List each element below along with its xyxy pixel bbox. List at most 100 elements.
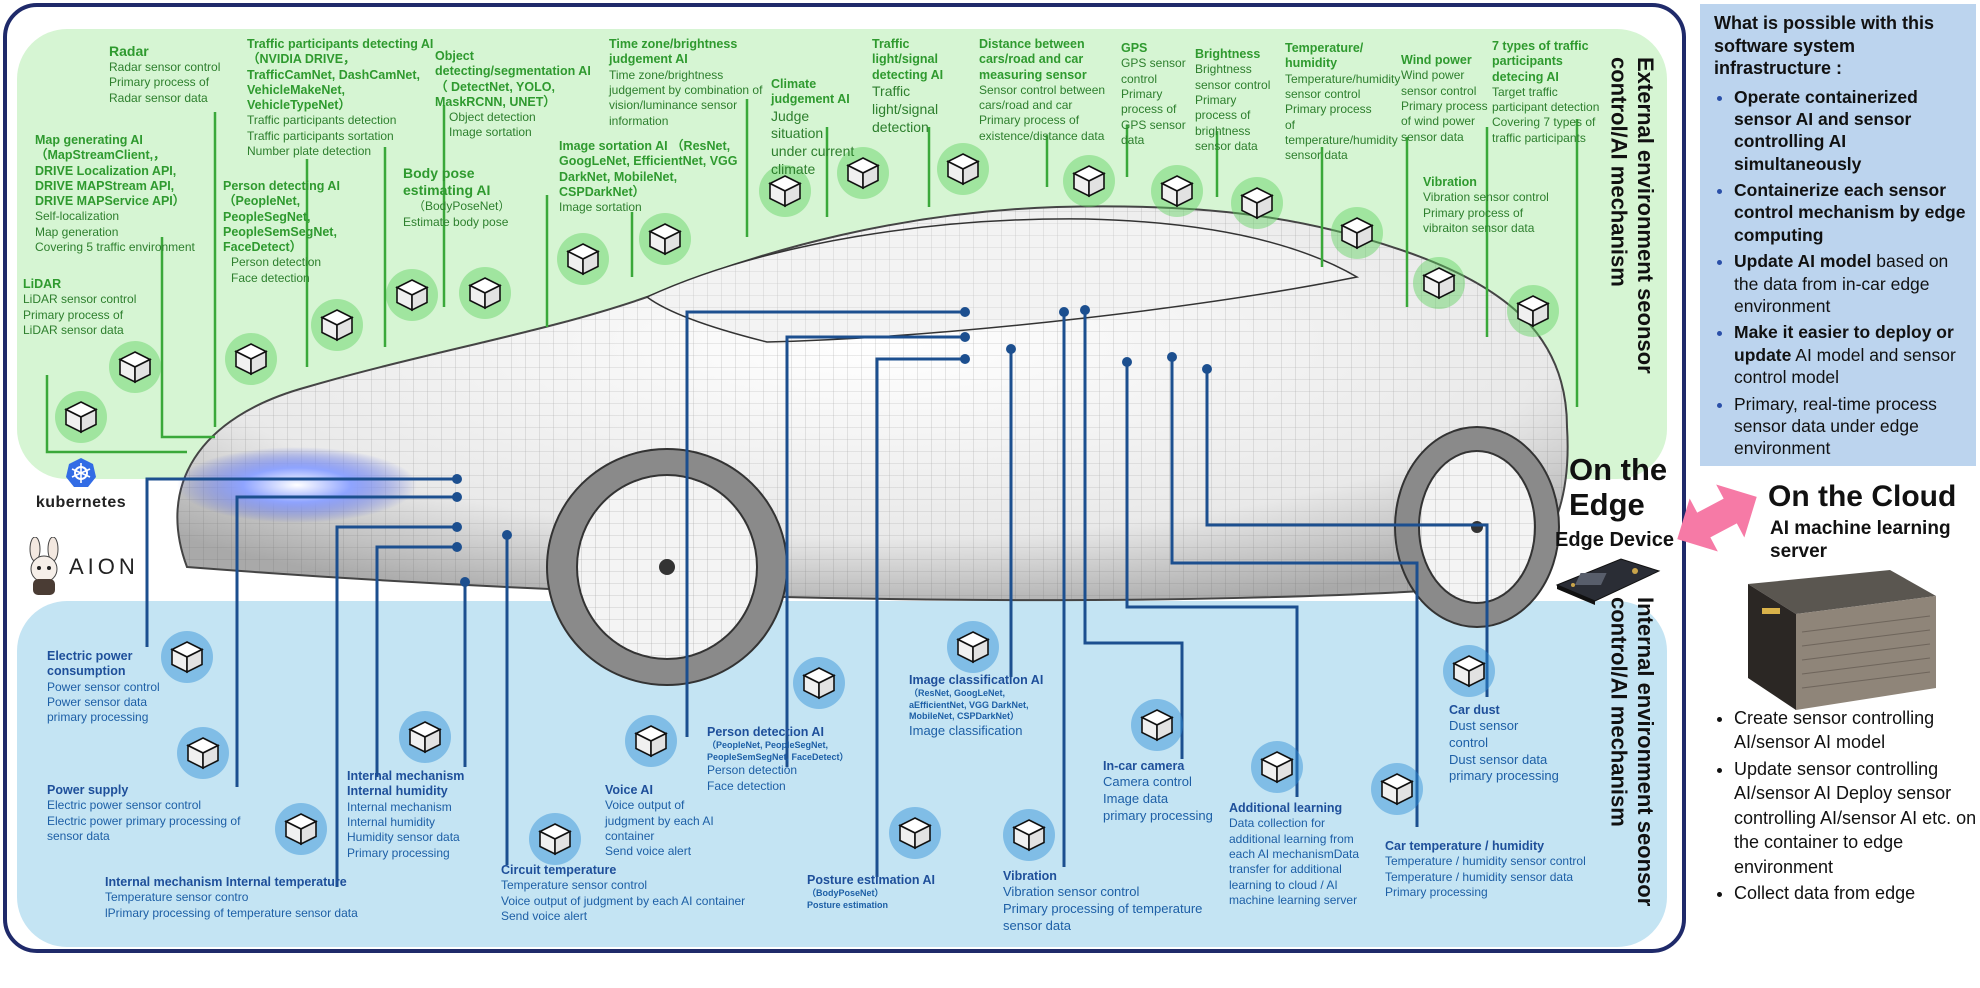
sensor-point xyxy=(960,354,970,364)
container-cube-icon xyxy=(639,213,691,265)
internal-connector xyxy=(875,357,965,877)
container-cube-icon xyxy=(837,147,889,199)
internal-connector xyxy=(1205,369,1489,697)
container-cube-icon xyxy=(759,165,811,217)
module-radar: Radar Radar sensor control Primary proce… xyxy=(109,43,249,106)
edge-title: On the Edge xyxy=(1569,452,1668,522)
internal-connector xyxy=(1170,357,1419,827)
internal-connector xyxy=(145,477,457,647)
module-image-class: Image classification AI （ResNet, GoogLeN… xyxy=(909,673,1044,738)
module-vibration-ext: Vibration Vibration sensor control Prima… xyxy=(1423,175,1549,235)
cloud-title: On the Cloud xyxy=(1768,480,1957,513)
container-cube-icon xyxy=(1251,741,1303,793)
container-cube-icon xyxy=(1231,177,1283,229)
container-cube-icon xyxy=(1003,809,1055,861)
capabilities-list: Operate containerized sensor AI and sens… xyxy=(1714,86,1966,460)
internal-connector xyxy=(335,525,457,887)
container-cube-icon xyxy=(793,657,845,709)
cube-layer xyxy=(55,143,1559,865)
module-incar-camera: In-car camera Camera control Image data … xyxy=(1103,759,1213,823)
edge-cloud-arrow xyxy=(1677,484,1757,552)
container-cube-icon xyxy=(55,391,107,443)
container-cube-icon xyxy=(177,727,229,779)
container-cube-icon xyxy=(161,631,213,683)
cloud-item: Create sensor controlling AI/sensor AI m… xyxy=(1734,706,1980,755)
internal-zone xyxy=(17,601,1667,947)
container-cube-icon xyxy=(625,715,677,767)
internal-connector xyxy=(1125,362,1299,797)
container-cube-icon xyxy=(1443,645,1495,697)
internal-zone-title: Internal environment seonsor control/AI … xyxy=(1606,597,1658,907)
sensor-point xyxy=(1006,344,1016,354)
container-cube-icon xyxy=(947,621,999,673)
module-car-temp-humidity: Car temperature / humidity Temperature /… xyxy=(1385,839,1586,899)
car-illustration xyxy=(176,205,1569,686)
container-cube-icon xyxy=(1413,257,1465,309)
container-cube-icon xyxy=(1331,207,1383,259)
module-map: Map generating AI （MapStreamClient,，DRIV… xyxy=(35,133,195,254)
container-cube-icon xyxy=(1131,699,1183,751)
container-cube-icon xyxy=(1063,155,1115,207)
kubernetes-logo: kubernetes xyxy=(21,457,141,512)
container-cube-icon xyxy=(529,813,581,865)
sensor-point xyxy=(452,522,462,532)
sensor-point xyxy=(960,332,970,342)
sensor-point xyxy=(1167,352,1177,362)
module-temp-humidity: Temperature/ humidity Temperature/humidi… xyxy=(1285,41,1401,163)
capability-item: Primary, real-time process sensor data u… xyxy=(1734,393,1966,460)
edge-device-label: Edge Device xyxy=(1555,529,1674,551)
module-image-sort: Image sortation AI （ResNet, GoogLeNet, E… xyxy=(559,139,738,214)
container-cube-icon xyxy=(386,269,438,321)
rear-wheel xyxy=(1394,426,1560,628)
internal-connector xyxy=(685,310,965,737)
module-wind-power: Wind power Wind power sensor control Pri… xyxy=(1401,53,1488,144)
container-cube-icon xyxy=(459,267,511,319)
container-cube-icon xyxy=(1507,285,1559,337)
internal-connector xyxy=(1083,310,1184,759)
module-voice-ai: Voice AI Voice output of judgment by eac… xyxy=(605,783,714,859)
module-climate: Climate judgement AI Judge situation und… xyxy=(771,77,855,178)
capabilities-heading: What is possible with this software syst… xyxy=(1714,13,1935,78)
container-cube-icon xyxy=(889,807,941,859)
capabilities-panel: What is possible with this software syst… xyxy=(1700,4,1976,466)
connector-lines xyxy=(45,99,1579,887)
module-additional-learning: Additional learning Data collection for … xyxy=(1229,801,1360,908)
car-body xyxy=(176,205,1569,602)
sensor-point xyxy=(1059,307,1069,317)
module-object-detection: Object detecting/segmentation AI（ Detect… xyxy=(435,49,591,140)
container-cube-icon xyxy=(311,299,363,351)
container-cube-icon xyxy=(557,233,609,285)
module-traffic-light: Traffic light/signal detecting AI Traffi… xyxy=(872,37,944,135)
sensor-point xyxy=(960,307,970,317)
sensor-point xyxy=(1202,364,1212,374)
module-internal-temperature: Internal mechanism Internal temperature … xyxy=(105,875,358,920)
sensor-point xyxy=(1080,305,1090,315)
module-circuit-temp: Circuit temperature Temperature sensor c… xyxy=(501,863,746,923)
external-zone-title: External environment seonsor control/AI … xyxy=(1606,57,1658,374)
cloud-item: Update sensor controlling AI/sensor AI D… xyxy=(1734,757,1980,879)
capability-item: Update AI model based on the data from i… xyxy=(1734,250,1966,317)
sensor-point xyxy=(452,542,462,552)
module-person-ext: Person detecting AI （PeopleNet, PeopleSe… xyxy=(223,179,340,285)
module-body-pose: Body pose estimating AI （BodyPoseNet） Es… xyxy=(403,165,511,229)
module-distance: Distance between cars/road and car measu… xyxy=(979,37,1106,143)
diagram-frame: Radar Radar sensor control Primary proce… xyxy=(3,3,1686,953)
module-vibration-int: Vibration Vibration sensor control Prima… xyxy=(1003,869,1203,933)
module-car-dust: Car dust Dust sensor control Dust sensor… xyxy=(1449,703,1559,784)
module-power-supply: Power supply Electric power sensor contr… xyxy=(47,783,241,843)
sensor-point xyxy=(1122,357,1132,367)
external-connector xyxy=(160,237,215,439)
internal-connector xyxy=(235,495,457,787)
module-brightness: Brightness Brightness sensor control Pri… xyxy=(1195,47,1271,154)
module-title: Radar xyxy=(109,43,149,59)
container-cube-icon xyxy=(225,333,277,385)
container-cube-icon xyxy=(1151,165,1203,217)
module-gps: GPS GPS sensor control Primary process o… xyxy=(1121,41,1186,148)
cloud-server-label: AI machine learning server xyxy=(1770,518,1951,562)
container-cube-icon xyxy=(399,711,451,763)
kubernetes-icon xyxy=(66,458,96,487)
sensor-point xyxy=(452,474,462,484)
container-cube-icon xyxy=(109,341,161,393)
cloud-server-image xyxy=(1748,570,1936,710)
front-wheel xyxy=(546,448,788,686)
